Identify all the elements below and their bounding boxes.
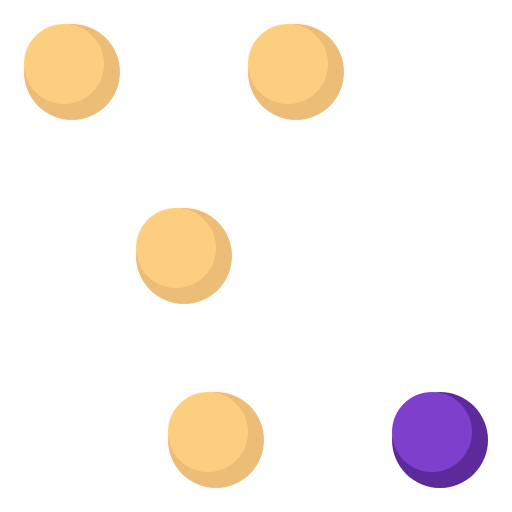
orange-ball-icon[interactable]: [248, 24, 344, 120]
orange-ball-graphic: [136, 208, 232, 304]
orange-ball-icon[interactable]: [168, 392, 264, 488]
purple-ball-icon[interactable]: [392, 392, 488, 488]
orange-ball-icon[interactable]: [24, 24, 120, 120]
orange-ball-graphic: [168, 392, 264, 488]
purple-ball-graphic: [392, 392, 488, 488]
orange-ball-graphic: [248, 24, 344, 120]
orange-ball-icon[interactable]: [136, 208, 232, 304]
orange-ball-graphic: [24, 24, 120, 120]
